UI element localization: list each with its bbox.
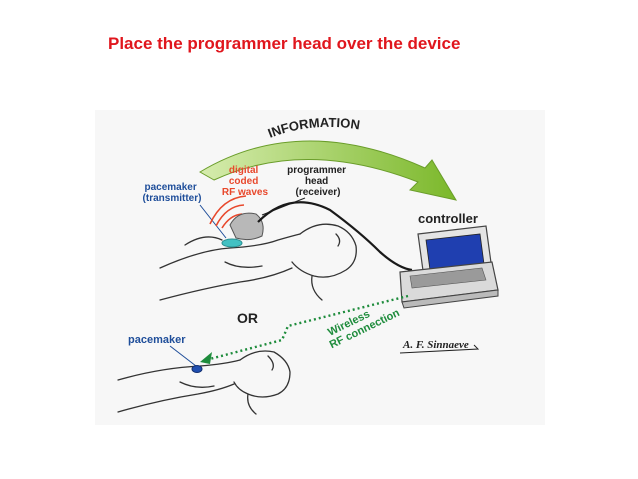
controller-laptop-icon (399, 225, 499, 309)
rf-label-line-3: RF waves (222, 187, 269, 198)
rf-label-line-2: coded (229, 176, 258, 187)
author-signature: A. F. Sinnaeve (402, 339, 469, 351)
programmer-label-line-3: (receiver) (295, 187, 340, 198)
programmer-head-icon (229, 212, 264, 241)
signature-underline (399, 344, 480, 354)
wireless-connection-line (205, 294, 409, 362)
svg-text:programmer head (recei: programmer head (receiver) (287, 165, 349, 198)
wireless-arrowhead-icon (200, 352, 212, 364)
slide-title: Place the programmer head over the devic… (108, 34, 461, 53)
transmitter-label-line-2: (transmitter) (143, 193, 202, 204)
implanted-pacemaker-icon (221, 238, 243, 248)
transmitter-label-line-1: pacemaker (144, 182, 196, 193)
lower-pacemaker-icon (191, 365, 203, 373)
rf-label-line-1: digital (229, 165, 259, 176)
or-label: OR (237, 310, 258, 326)
information-arrow (199, 140, 458, 201)
controller-label: controller (418, 211, 478, 226)
programmer-label-line-2: head (305, 176, 328, 187)
transmitter-pointer (199, 204, 227, 239)
pacemaker-pointer (169, 345, 197, 367)
svg-text:pacemaker (transmitter): pacemaker (transmitter) (143, 182, 202, 204)
patient-upper-illustration (159, 223, 357, 301)
programmer-cable (257, 201, 413, 272)
svg-text:digital coded RF waves: digital coded RF waves (222, 165, 269, 198)
rf-waves-icon (209, 195, 247, 229)
pacemaker-label: pacemaker (128, 334, 186, 346)
programmer-label-line-1: programmer (287, 165, 346, 176)
